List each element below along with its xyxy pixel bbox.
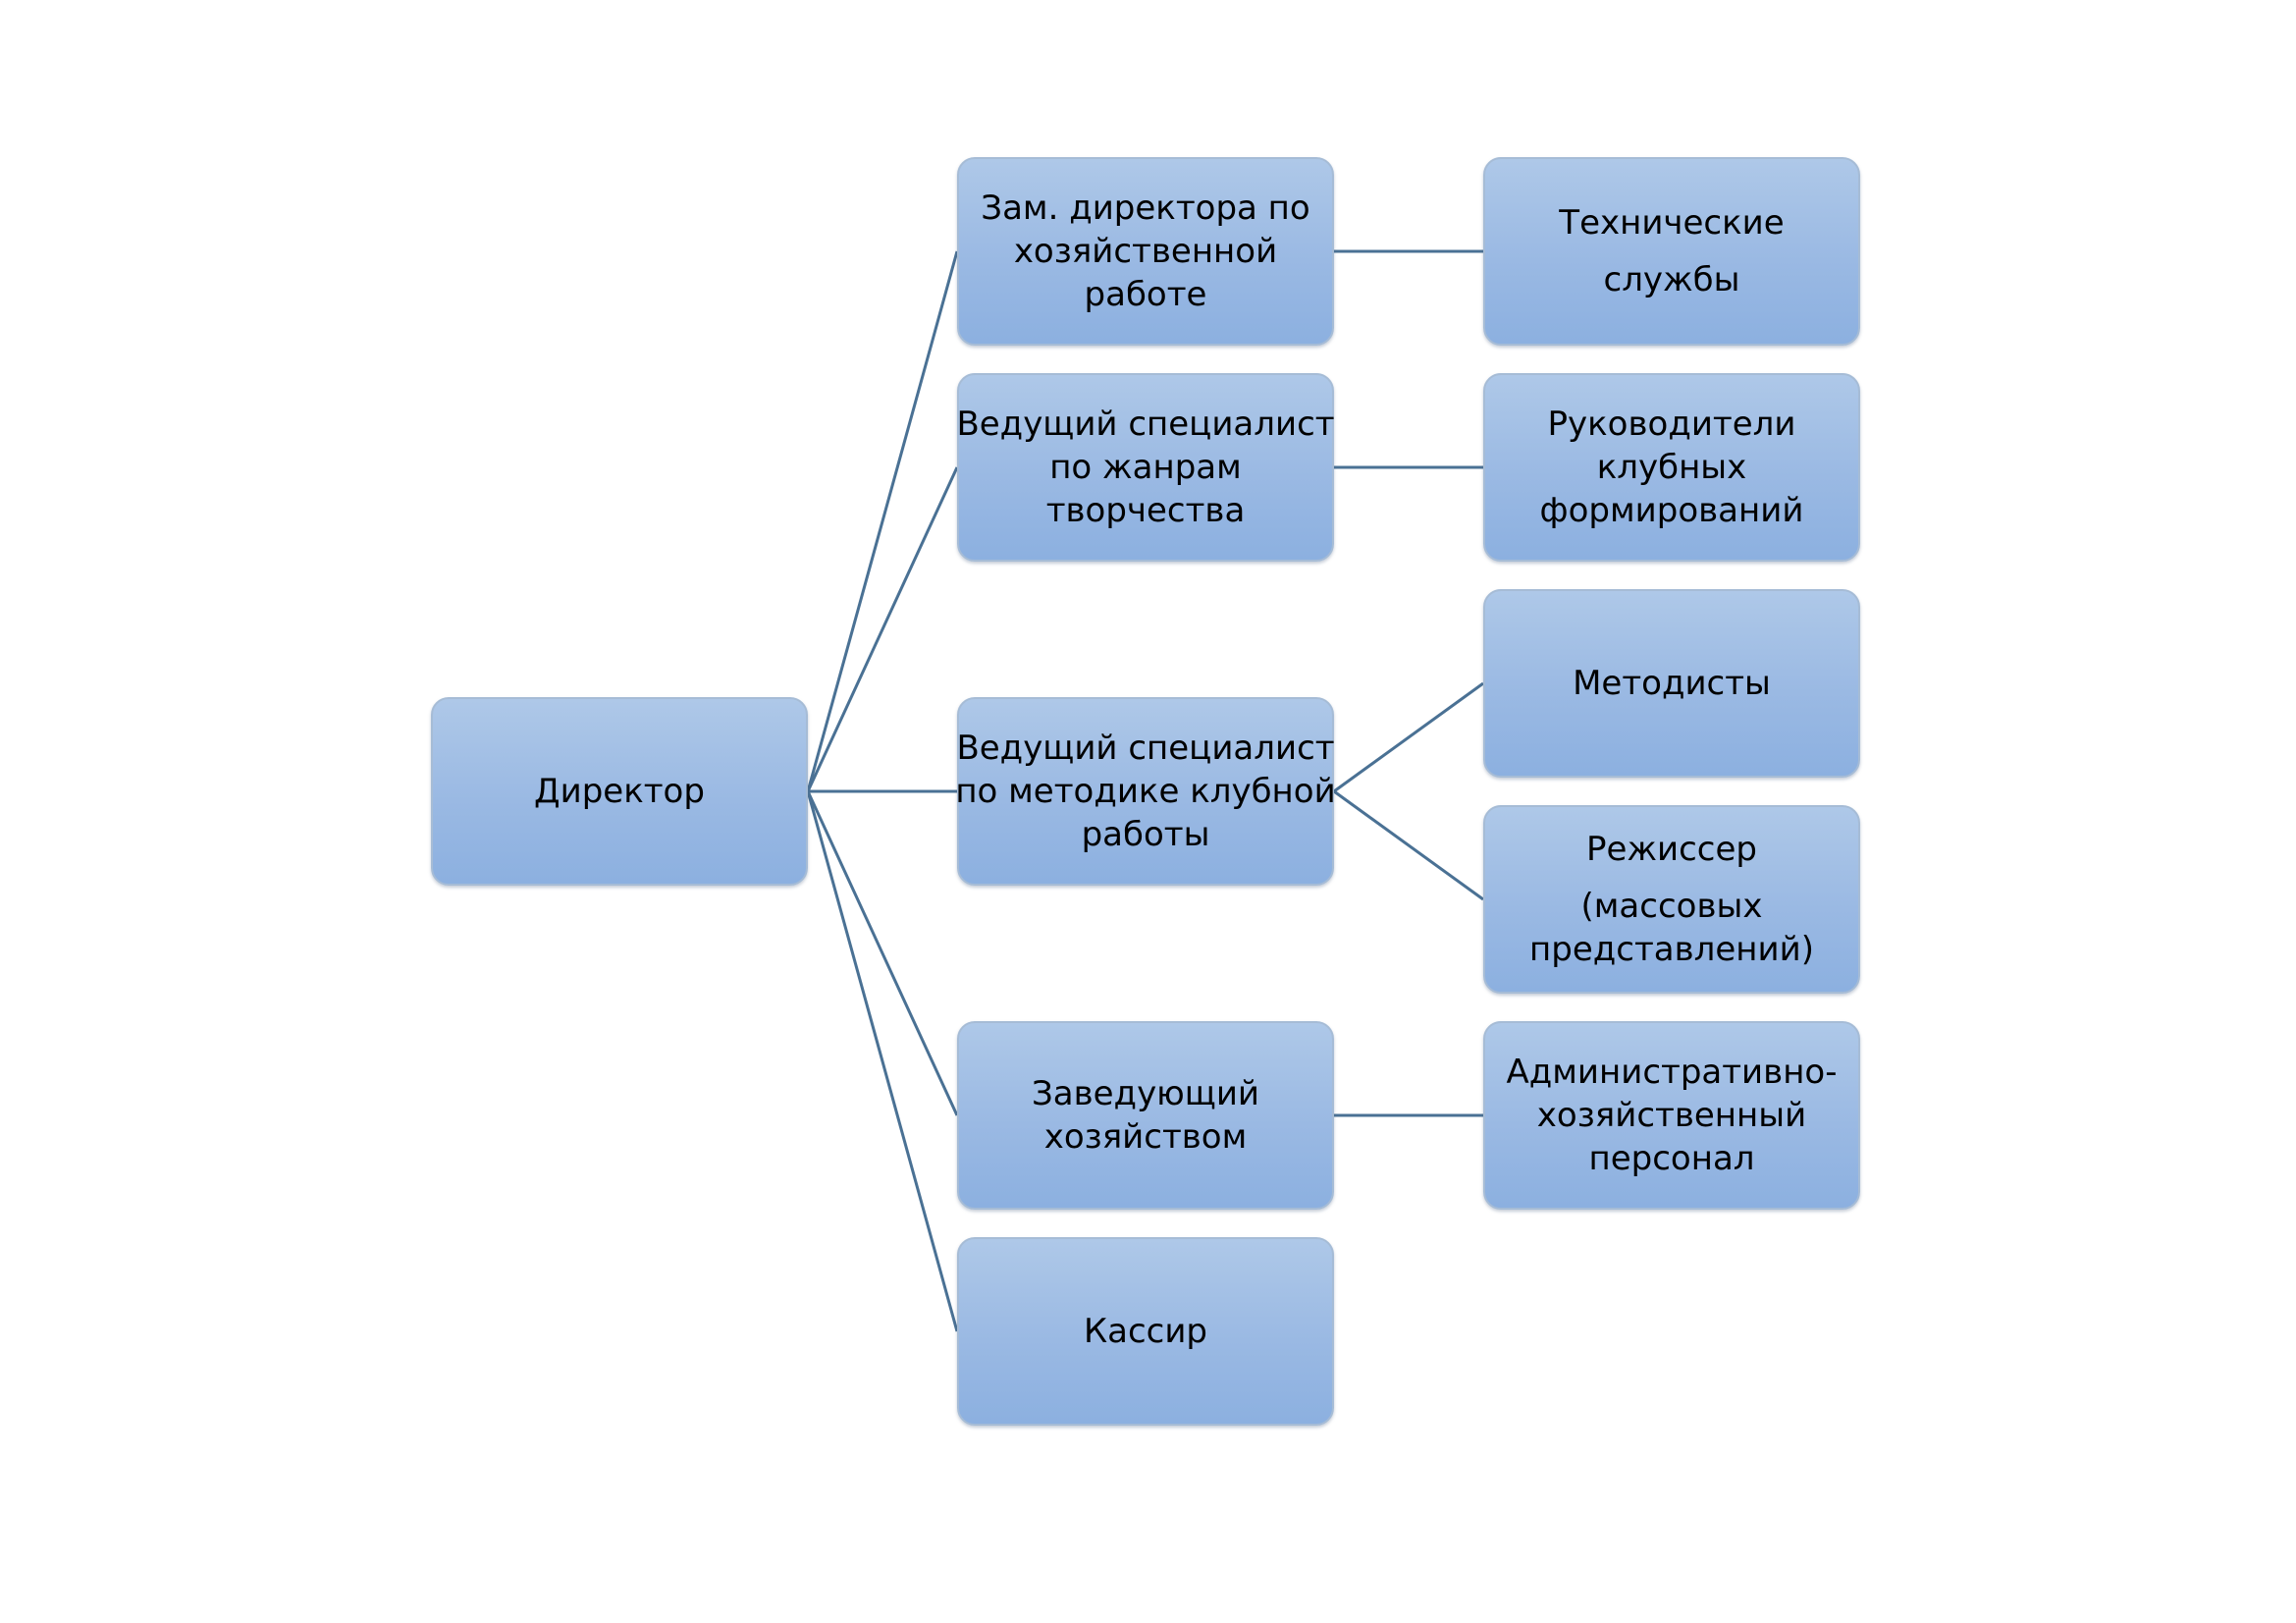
node-deputy-director-household: Зам. директора по хозяйственной работе: [957, 157, 1334, 346]
node-household-line-2: хозяйством: [1043, 1117, 1248, 1157]
node-events-director-line-1: Режиссер: [1585, 830, 1758, 869]
connector-director-to-household: [806, 790, 959, 1116]
connector-director-to-cashier: [806, 790, 959, 1332]
node-admin-staff: Административно- хозяйственный персонал: [1483, 1021, 1860, 1210]
node-lead-specialist-methods: Ведущий специалист по методике клубной р…: [955, 697, 1336, 886]
node-clubheads-line-3: формирований: [1539, 491, 1804, 530]
node-deputy-line-3: работе: [1084, 275, 1207, 314]
node-director: Директор: [431, 697, 808, 886]
node-clubheads-line-2: клубных: [1596, 448, 1747, 487]
node-genres-line-1: Ведущий специалист: [956, 405, 1335, 444]
node-clubheads-line-1: Руководители: [1547, 405, 1796, 444]
node-cashier: Кассир: [957, 1237, 1334, 1426]
node-methodists: Методисты: [1483, 589, 1860, 778]
node-director-line-1: Директор: [534, 772, 705, 811]
node-methods-line-3: работы: [1081, 815, 1210, 854]
node-genres-line-3: творчества: [1045, 491, 1246, 530]
node-technical-line-1: Технические: [1559, 203, 1785, 243]
node-technical-services: Технические службы: [1483, 157, 1860, 346]
node-admin-line-1: Административно-: [1506, 1053, 1838, 1092]
node-deputy-line-1: Зам. директора по: [981, 189, 1310, 228]
connector-director-to-deputy: [806, 250, 959, 792]
node-club-heads: Руководители клубных формирований: [1483, 373, 1860, 562]
node-admin-line-3: персонал: [1588, 1139, 1755, 1178]
node-methodists-line-1: Методисты: [1573, 664, 1771, 703]
node-technical-line-2: службы: [1603, 260, 1740, 299]
node-deputy-line-2: хозяйственной: [1013, 232, 1278, 271]
node-cashier-line-1: Кассир: [1083, 1312, 1208, 1351]
node-events-director-line-3: представлений): [1529, 930, 1814, 969]
connector-methods-to-director_events: [1333, 789, 1484, 901]
node-household-line-1: Заведующий: [1031, 1074, 1260, 1113]
node-household-manager: Заведующий хозяйством: [957, 1021, 1334, 1210]
connector-director-to-genres: [806, 466, 959, 792]
node-methods-line-2: по методике клубной: [955, 772, 1336, 811]
node-lead-specialist-genres: Ведущий специалист по жанрам творчества: [956, 373, 1335, 562]
connector-methods-to-methodists: [1333, 681, 1484, 793]
node-events-director-line-2: (массовых: [1580, 887, 1763, 926]
node-admin-line-2: хозяйственный: [1536, 1096, 1807, 1135]
node-methods-line-1: Ведущий специалист: [956, 729, 1335, 768]
node-genres-line-2: по жанрам: [1049, 448, 1242, 487]
node-events-director: Режиссер (массовых представлений): [1483, 805, 1860, 994]
